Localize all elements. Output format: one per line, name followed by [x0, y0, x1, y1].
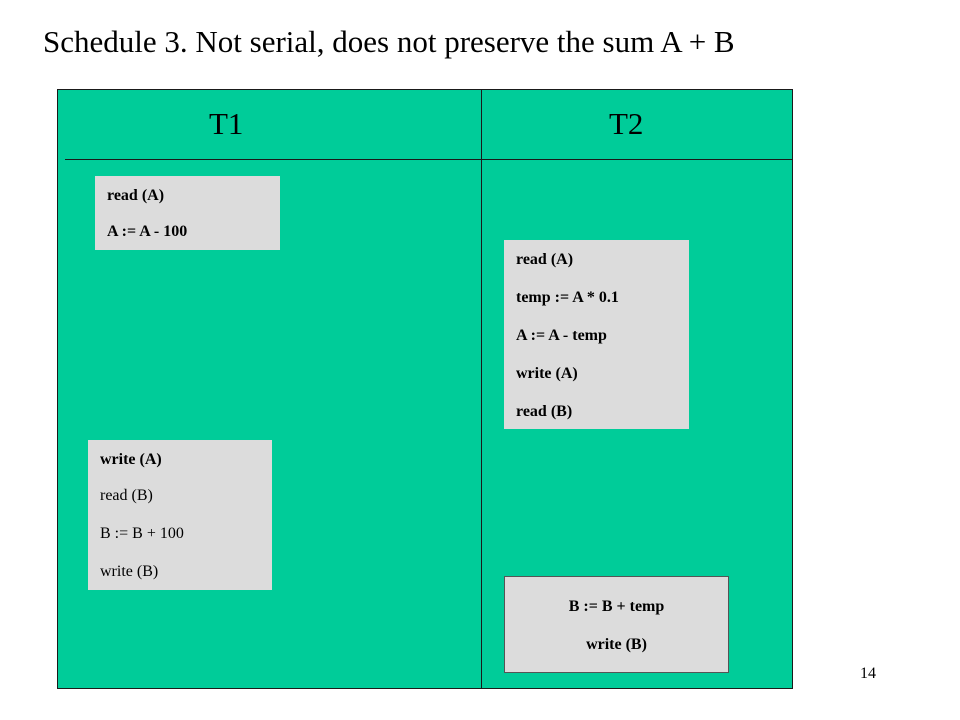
t1-operation-block-1: read (A) A := A - 100 — [95, 176, 280, 250]
t1-operation-block-2: write (A) read (B) B := B + 100 write (B… — [88, 440, 272, 590]
t2-operation: write (A) — [516, 365, 578, 382]
t1-operation: write (A) — [100, 451, 162, 468]
column-header-t1: T1 — [209, 106, 244, 141]
t2-operation: read (B) — [516, 403, 573, 420]
t2-operation: B := B + temp — [568, 598, 665, 615]
column-divider — [481, 89, 482, 689]
t2-operation: A := A - temp — [516, 327, 607, 344]
page-number: 14 — [860, 665, 876, 682]
t1-operation: write (B) — [100, 563, 159, 580]
t1-operation: B := B + 100 — [100, 525, 184, 542]
t2-operation: write (B) — [586, 636, 647, 653]
t2-operation: temp := A * 0.1 — [516, 289, 619, 306]
t2-operation: read (A) — [516, 251, 574, 268]
column-header-t2: T2 — [609, 106, 644, 141]
t1-operation: read (B) — [100, 487, 153, 504]
header-divider — [65, 159, 793, 160]
t2-operation-block-1: read (A) temp := A * 0.1 A := A - temp w… — [504, 240, 689, 429]
t1-operation: A := A - 100 — [107, 223, 188, 240]
slide-title: Schedule 3. Not serial, does not preserv… — [43, 24, 735, 59]
t2-operation-block-2: B := B + temp write (B) — [504, 576, 729, 673]
t1-operation: read (A) — [107, 187, 165, 204]
